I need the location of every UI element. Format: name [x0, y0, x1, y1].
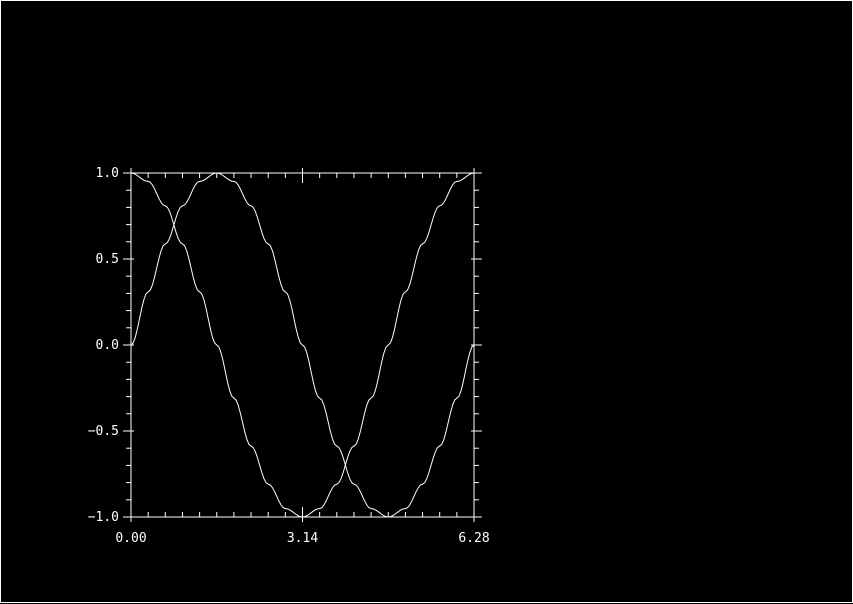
tick-labels: 0.00 3.14 6.28 1.0 0.5 0.0 −0.5 −1.0 [88, 166, 490, 546]
x-tick-label: 6.28 [458, 531, 489, 546]
y-tick-label: 1.0 [96, 166, 119, 181]
ticks [123, 168, 482, 522]
y-tick-label: −1.0 [88, 510, 119, 525]
y-tick-label: 0.5 [96, 252, 119, 267]
series-line-2 [130, 172, 475, 518]
series-lines [130, 172, 475, 518]
y-tick-label: 0.0 [96, 338, 119, 353]
y-tick-label: −0.5 [88, 424, 119, 439]
series-line-1 [130, 172, 475, 518]
x-tick-label: 3.14 [287, 531, 318, 546]
x-tick-label: 0.00 [115, 531, 146, 546]
